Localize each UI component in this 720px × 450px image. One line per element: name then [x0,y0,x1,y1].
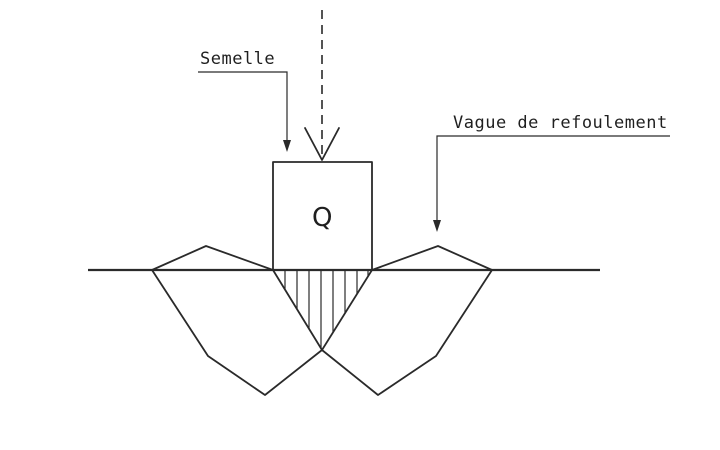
footing-block [272,161,373,271]
load-arrow-head [304,127,340,161]
heave-label: Vague de refoulement [453,113,668,133]
right-heave-mound [371,245,493,271]
left-wedge-boundary [272,269,323,351]
load-label: Q [312,203,332,233]
wedge-hatching [284,270,369,348]
footing-label: Semelle [200,49,275,69]
right-failure-surface [321,269,493,396]
heave-leader-line [436,135,670,226]
left-failure-surface [151,269,323,396]
footing-leader-arrowhead [283,140,291,152]
left-heave-mound [151,245,274,271]
footing-leader-line [198,71,288,146]
heave-leader-arrowhead [433,220,441,232]
right-wedge-boundary [321,269,373,351]
